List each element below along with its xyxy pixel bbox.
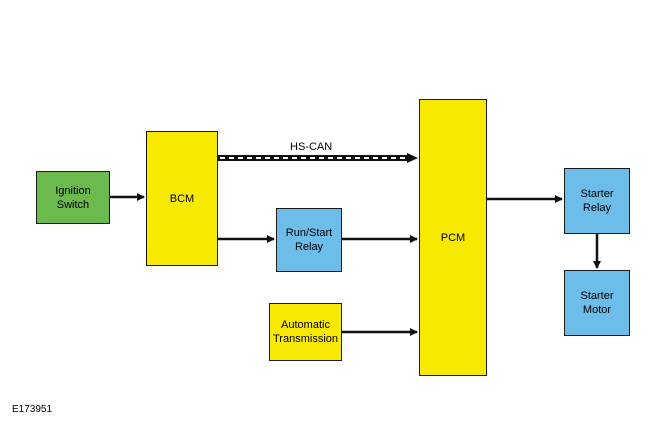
run-start-relay-label: Run/Start Relay	[285, 227, 333, 253]
automatic-transmission-label: Automatic Transmission	[273, 319, 338, 345]
ignition-switch-block: Ignition Switch	[36, 171, 110, 224]
starter-motor-label: Starter Motor	[580, 290, 614, 316]
bcm-label: BCM	[169, 192, 195, 205]
starter-motor-block: Starter Motor	[564, 270, 630, 336]
bcm-block: BCM	[146, 131, 218, 266]
pcm-label: PCM	[440, 231, 466, 244]
starter-relay-label: Starter Relay	[580, 188, 614, 214]
pcm-block: PCM	[419, 99, 487, 376]
hs-can-arrowhead	[407, 153, 418, 163]
automatic-transmission-block: Automatic Transmission	[269, 303, 342, 361]
figure-id: E173951	[12, 404, 53, 415]
run-start-relay-block: Run/Start Relay	[276, 208, 342, 272]
hs-can-label: HS-CAN	[290, 141, 333, 153]
ignition-switch-label: Ignition Switch	[55, 184, 91, 211]
starter-relay-block: Starter Relay	[564, 168, 630, 234]
